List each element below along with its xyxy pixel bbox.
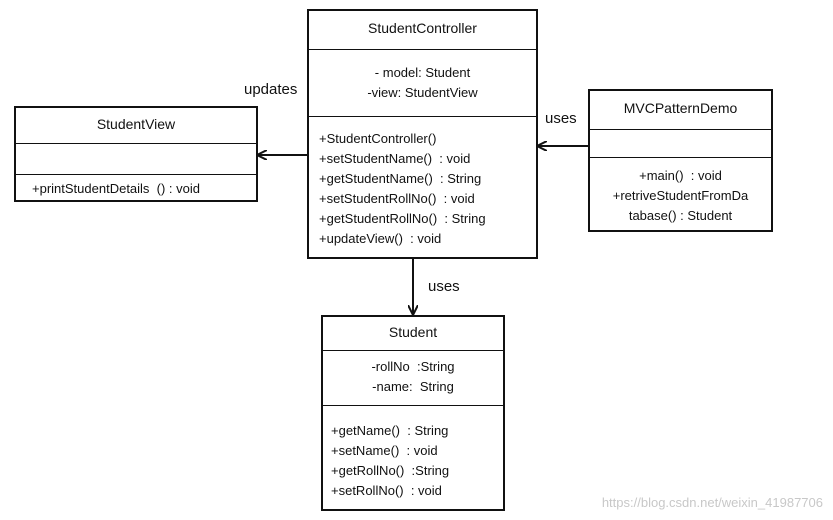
student-controller-attributes: - model: Student -view: StudentView	[309, 49, 536, 116]
student-class: Student -rollNo :String -name: String +g…	[321, 315, 505, 511]
mvc-pattern-demo-attributes	[590, 129, 771, 157]
student-method-get-name: +getName() : String	[331, 423, 449, 438]
student-view-name: StudentView	[96, 116, 176, 132]
watermark: https://blog.csdn.net/weixin_41987706	[601, 495, 823, 510]
uses-demo-label: uses	[545, 110, 577, 127]
controller-method-get-name: +getStudentName() : String	[319, 171, 482, 186]
student-attr-name: -name: String	[372, 379, 454, 394]
student-methods: +getName() : String +setName() : void +g…	[323, 405, 503, 501]
controller-method-get-rollno: +getStudentRollNo() : String	[319, 211, 486, 226]
student-view-methods: +printStudentDetails () : void	[16, 174, 256, 199]
controller-method-set-rollno: +setStudentRollNo() : void	[319, 191, 475, 206]
view-method-print-details: +printStudentDetails () : void	[32, 181, 200, 196]
demo-method-retrieve-line2: tabase() : Student	[628, 208, 733, 223]
student-method-set-name: +setName() : void	[331, 443, 438, 458]
student-controller-name: StudentController	[368, 20, 477, 36]
uses-student-label: uses	[428, 278, 460, 295]
student-view-class: StudentView +printStudentDetails () : vo…	[14, 106, 258, 202]
controller-method-update-view: +updateView() : void	[319, 231, 442, 246]
student-method-get-rollno: +getRollNo() :String	[331, 463, 450, 478]
controller-method-constructor: +StudentController()	[319, 131, 437, 146]
updates-label: updates	[244, 81, 298, 98]
student-name: Student	[388, 324, 438, 340]
student-attributes: -rollNo :String -name: String	[323, 350, 503, 405]
mvc-pattern-demo-methods: +main() : void +retriveStudentFromDa tab…	[590, 157, 771, 226]
demo-method-main: +main() : void	[639, 168, 722, 183]
student-method-set-rollno: +setRollNo() : void	[331, 483, 442, 498]
student-controller-methods: +StudentController() +setStudentName() :…	[309, 116, 536, 249]
mvc-pattern-demo-name: MVCPatternDemo	[623, 100, 738, 116]
controller-attr-model: - model: Student	[374, 65, 471, 80]
student-attr-rollno: -rollNo :String	[371, 359, 455, 374]
student-view-attributes	[16, 143, 256, 174]
student-controller-class: StudentController - model: Student -view…	[307, 9, 538, 259]
controller-method-set-name: +setStudentName() : void	[319, 151, 471, 166]
demo-method-retrieve-line1: +retriveStudentFromDa	[612, 188, 749, 203]
mvc-pattern-demo-class: MVCPatternDemo +main() : void +retriveSt…	[588, 89, 773, 232]
controller-attr-view: -view: StudentView	[367, 85, 478, 100]
